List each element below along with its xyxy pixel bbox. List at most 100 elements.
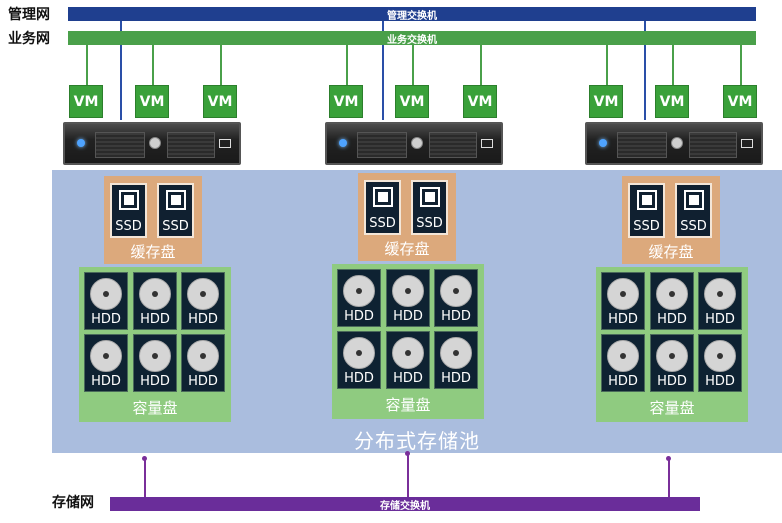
business-link — [86, 45, 88, 85]
drive-bay-icon — [357, 132, 407, 158]
ssd-label: SSD — [115, 219, 142, 234]
ssd-icon: SSD — [110, 183, 147, 238]
vm-icon: VM — [329, 85, 363, 118]
ssd-icon: SSD — [675, 183, 712, 238]
hdd-icon: HDD — [698, 334, 742, 392]
port-icon — [219, 139, 231, 148]
cache-disk-label: 缓存盘 — [130, 243, 176, 261]
ssd-label: SSD — [416, 216, 443, 231]
business-link — [220, 45, 222, 85]
business-link — [480, 45, 482, 85]
business-link — [412, 45, 414, 85]
hdd-label: HDD — [705, 312, 735, 327]
management-link-1 — [120, 20, 122, 120]
hdd-icon: HDD — [84, 272, 128, 330]
hdd-label: HDD — [188, 374, 218, 389]
management-network-label: 管理网 — [8, 7, 50, 23]
storage-switch: 存储交换机 — [110, 497, 700, 512]
drive-bay-icon — [689, 132, 737, 158]
hdd-icon: HDD — [601, 334, 645, 392]
business-link — [740, 45, 742, 85]
server-icon — [63, 122, 241, 165]
ssd-icon: SSD — [411, 180, 448, 235]
storage-link-dot — [666, 456, 671, 461]
business-link — [672, 45, 674, 85]
power-led-icon — [339, 139, 347, 147]
storage-link-dot — [142, 456, 147, 461]
pool-label: 分布式存储池 — [354, 429, 480, 453]
hdd-icon: HDD — [434, 331, 478, 389]
business-link — [606, 45, 608, 85]
ssd-label: SSD — [680, 219, 707, 234]
hdd-icon: HDD — [434, 269, 478, 327]
hdd-icon: HDD — [650, 272, 694, 330]
button-icon — [149, 137, 161, 149]
hdd-label: HDD — [441, 371, 471, 386]
hdd-label: HDD — [657, 374, 687, 389]
hdd-icon: HDD — [181, 272, 225, 330]
cache-disk-label: 缓存盘 — [384, 240, 430, 258]
business-switch: 业务交换机 — [68, 31, 756, 46]
server-icon — [325, 122, 503, 165]
hdd-label: HDD — [344, 309, 374, 324]
hdd-label: HDD — [608, 374, 638, 389]
hdd-label: HDD — [140, 312, 170, 327]
power-led-icon — [599, 139, 607, 147]
cache-disk-group: SSD SSD 缓存盘 — [104, 176, 202, 264]
port-icon — [481, 139, 493, 148]
drive-bay-icon — [429, 132, 477, 158]
ssd-label: SSD — [162, 219, 189, 234]
server-icon — [585, 122, 763, 165]
hdd-icon: HDD — [337, 269, 381, 327]
capacity-disk-label: 容量盘 — [649, 399, 695, 417]
cache-disk-label: 缓存盘 — [648, 243, 694, 261]
hdd-icon: HDD — [133, 272, 177, 330]
hdd-icon: HDD — [386, 269, 430, 327]
ssd-label: SSD — [369, 216, 396, 231]
vm-icon: VM — [69, 85, 103, 118]
hdd-label: HDD — [705, 374, 735, 389]
hdd-icon: HDD — [84, 334, 128, 392]
drive-bay-icon — [95, 132, 145, 158]
hdd-icon: HDD — [601, 272, 645, 330]
vm-icon: VM — [655, 85, 689, 118]
hdd-icon: HDD — [133, 334, 177, 392]
capacity-disk-group: HDD HDD HDD HDD HDD HDD 容量盘 — [79, 267, 231, 422]
vm-icon: VM — [723, 85, 757, 118]
drive-bay-icon — [167, 132, 215, 158]
vm-icon: VM — [589, 85, 623, 118]
ssd-icon: SSD — [157, 183, 194, 238]
management-link-2 — [382, 20, 384, 120]
hdd-label: HDD — [441, 309, 471, 324]
vm-icon: VM — [463, 85, 497, 118]
hdd-label: HDD — [657, 312, 687, 327]
hdd-label: HDD — [393, 309, 423, 324]
storage-link-1 — [144, 458, 146, 498]
management-switch: 管理交换机 — [68, 7, 756, 22]
ssd-icon: SSD — [364, 180, 401, 235]
vm-icon: VM — [135, 85, 169, 118]
capacity-disk-group: HDD HDD HDD HDD HDD HDD 容量盘 — [596, 267, 748, 422]
hdd-label: HDD — [608, 312, 638, 327]
storage-link-2 — [407, 453, 409, 498]
hdd-icon: HDD — [698, 272, 742, 330]
capacity-disk-label: 容量盘 — [132, 399, 178, 417]
vm-icon: VM — [395, 85, 429, 118]
management-link-3 — [644, 20, 646, 120]
ssd-icon: SSD — [628, 183, 665, 238]
business-link — [152, 45, 154, 85]
button-icon — [671, 137, 683, 149]
cache-disk-group: SSD SSD 缓存盘 — [622, 176, 720, 264]
storage-link-3 — [668, 458, 670, 498]
hdd-icon: HDD — [386, 331, 430, 389]
hdd-label: HDD — [344, 371, 374, 386]
button-icon — [411, 137, 423, 149]
capacity-disk-group: HDD HDD HDD HDD HDD HDD 容量盘 — [332, 264, 484, 419]
hdd-label: HDD — [140, 374, 170, 389]
drive-bay-icon — [617, 132, 667, 158]
capacity-disk-label: 容量盘 — [385, 396, 431, 414]
ssd-label: SSD — [633, 219, 660, 234]
hdd-icon: HDD — [181, 334, 225, 392]
cache-disk-group: SSD SSD 缓存盘 — [358, 173, 456, 261]
hdd-label: HDD — [91, 312, 121, 327]
